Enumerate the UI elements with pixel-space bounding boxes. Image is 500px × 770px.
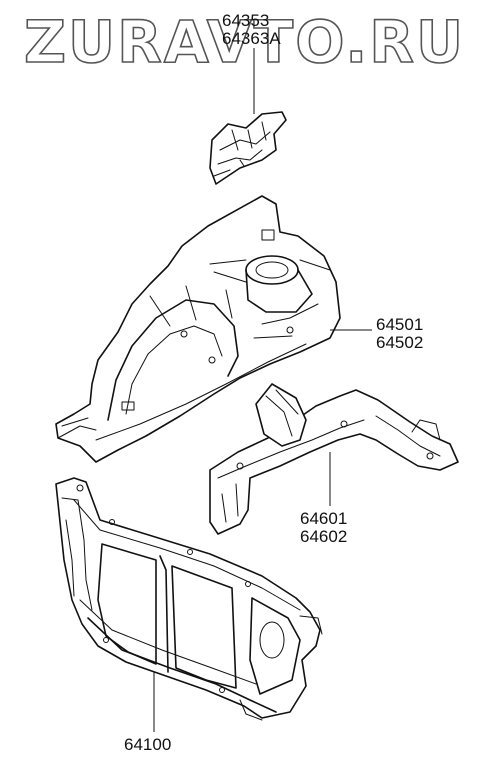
radiator-support-part <box>55 477 323 721</box>
fender-apron-number-2: 64502 <box>376 333 423 352</box>
side-member-part <box>209 383 459 535</box>
radiator-support-number: 64100 <box>124 735 171 754</box>
fender-apron-part <box>55 195 341 463</box>
side-member-number-2: 64602 <box>300 527 347 546</box>
watermark-text: ZURAVTO.RU <box>24 8 465 76</box>
side-member-number-1: 64601 <box>300 509 347 528</box>
apron-bracket-part <box>209 111 287 185</box>
fender-apron-number-1: 64501 <box>376 315 423 334</box>
apron-bracket-number-2: 64363A <box>222 29 281 48</box>
apron-bracket-number-1: 64353 <box>222 11 269 30</box>
